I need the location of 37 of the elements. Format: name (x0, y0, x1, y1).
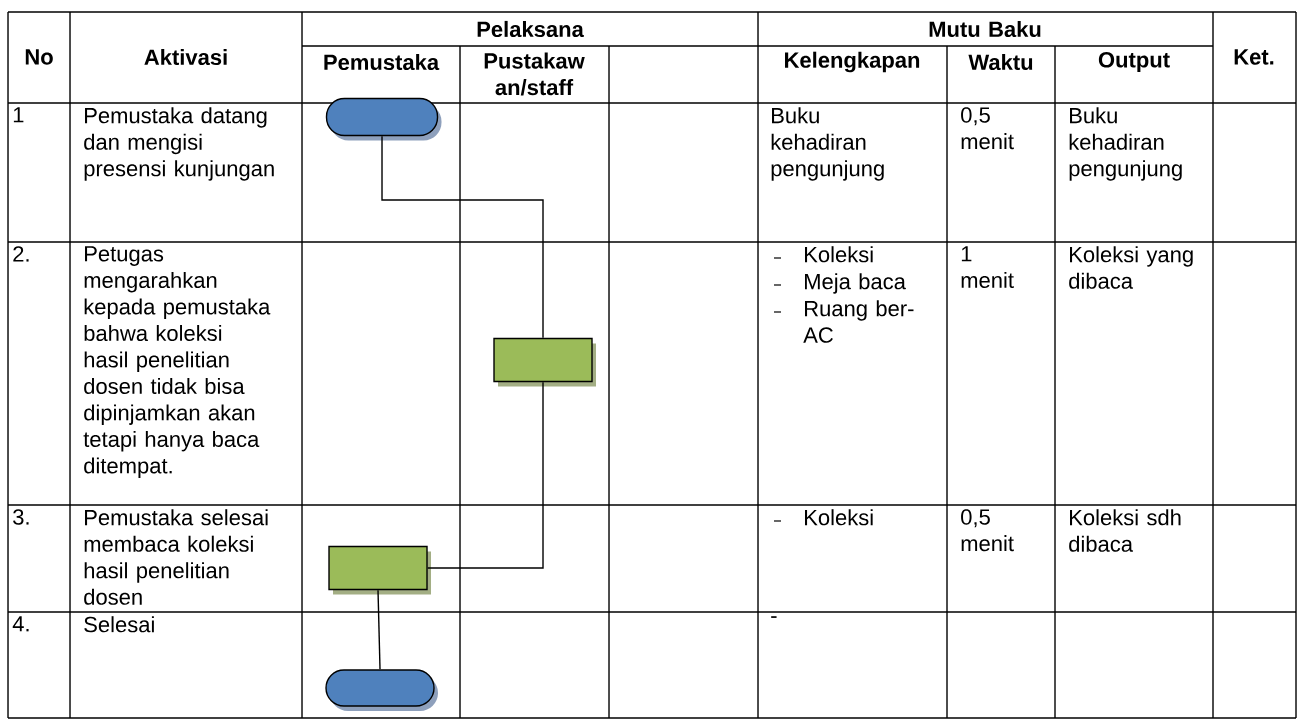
terminator-shape (325, 669, 438, 711)
requirement-text: Buku kehadiran pengunjung (771, 107, 884, 181)
column-header: Waktu (968, 53, 1033, 71)
connector-line (381, 135, 544, 339)
process-box (328, 545, 431, 595)
activity-text: Selesai (84, 616, 154, 633)
column-header: Kelengkapan (785, 51, 920, 73)
terminator-shape (325, 97, 442, 141)
column-header: Ket. (1234, 49, 1274, 65)
list-item: Koleksi (773, 246, 873, 263)
connector-line (427, 381, 544, 569)
column-header: Pemustaka (324, 53, 440, 71)
activity-text: Pemustaka datang dan mengisi presensi kunjungan (84, 107, 274, 181)
row-number: 4. (12, 616, 29, 632)
column-header: Pustakaw an/staff (484, 52, 585, 96)
column-header: Pelaksana (477, 20, 584, 38)
row-number: 1 (13, 107, 24, 123)
dash-text: - (771, 616, 777, 618)
time-text: 0,5 menit (961, 107, 1014, 150)
time-text: 1 menit (961, 246, 1014, 289)
column-header: Mutu Baku (929, 20, 1041, 38)
column-header: No (25, 49, 53, 65)
column-header: Aktivasi (144, 48, 227, 66)
row-number: 2. (13, 246, 29, 262)
column-header: Output (1098, 52, 1170, 72)
output-text: Buku kehadiran pengunjung (1069, 107, 1182, 181)
output-text: Koleksi sdh dibaca (1069, 509, 1181, 552)
activity-text: Pemustaka selesai membaca koleksi hasil penelitian dosen (84, 509, 268, 605)
list-item: Meja baca (773, 273, 906, 294)
connector-line (377, 589, 381, 670)
process-box (493, 337, 596, 387)
row-number: 3. (13, 509, 29, 525)
activity-text: Petugas mengarahkan kepada pemustaka bahwa koleksi hasil penelitian dosen tidak bisa dipinjamkan akan tetapi hanya baca ditempat. (83, 246, 271, 478)
output-text: Koleksi yang dibaca (1069, 246, 1193, 289)
list-item: Ruang ber-AC (773, 300, 914, 343)
time-text: 0,5 menit (961, 509, 1014, 552)
list-item: Koleksi (773, 509, 873, 526)
